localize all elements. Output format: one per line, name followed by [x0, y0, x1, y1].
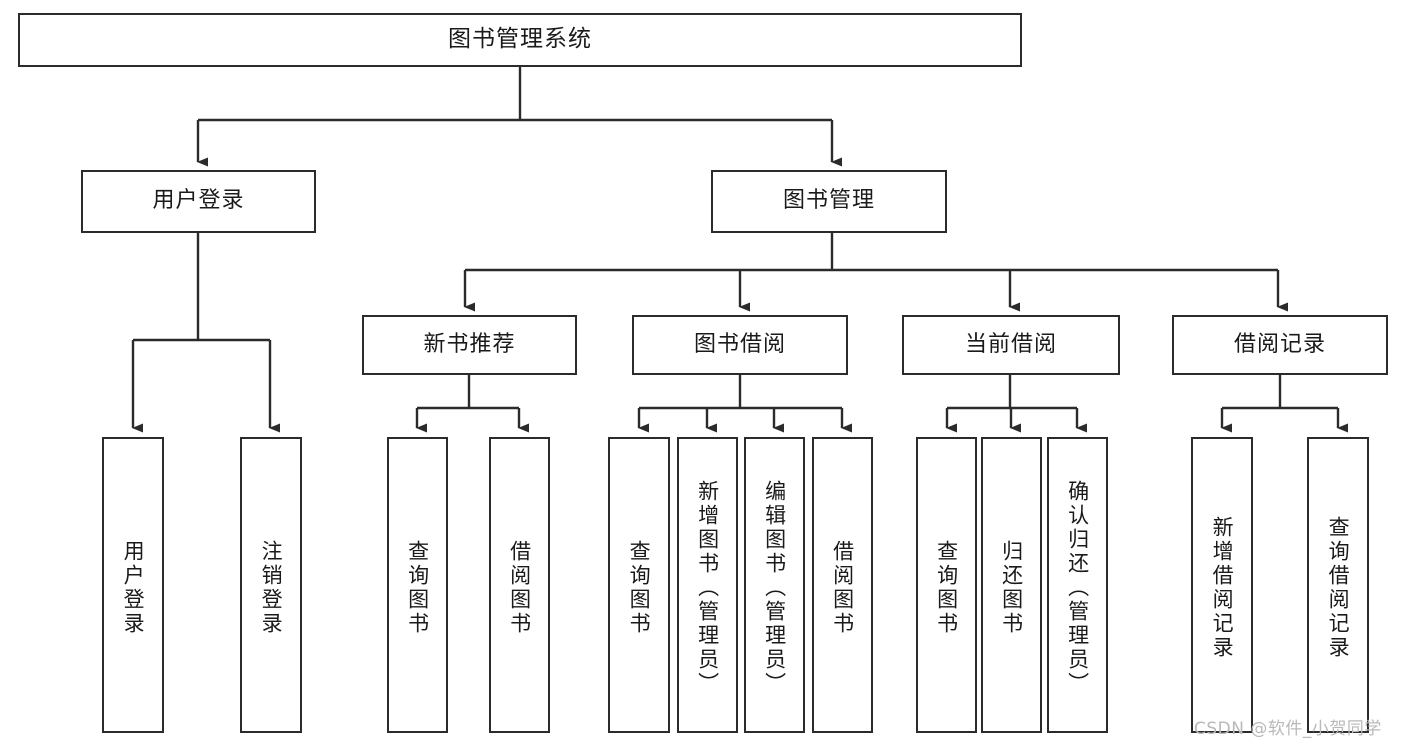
leaf-query-record[interactable]: 查询借阅记录 — [1307, 437, 1369, 733]
node-book-manage-label: 图书管理 — [782, 188, 875, 214]
node-book-manage[interactable]: 图书管理 — [711, 170, 947, 233]
node-borrow-record[interactable]: 借阅记录 — [1172, 315, 1388, 375]
leaf-add-record-label: 新增借阅记录 — [1210, 516, 1235, 660]
leaf-return-book-label: 归还图书 — [999, 540, 1024, 636]
node-current-borrow-label: 当前借阅 — [964, 331, 1057, 357]
node-new-book-recommend[interactable]: 新书推荐 — [362, 315, 577, 375]
leaf-add-record[interactable]: 新增借阅记录 — [1191, 437, 1253, 733]
leaf-query-book-2-label: 查询图书 — [627, 540, 652, 636]
node-borrow-record-label: 借阅记录 — [1233, 331, 1326, 357]
leaf-user-login-label: 用户登录 — [121, 540, 146, 636]
leaf-borrow-book-1[interactable]: 借阅图书 — [489, 437, 550, 733]
leaf-logout-login[interactable]: 注销登录 — [240, 437, 302, 733]
node-root[interactable]: 图书管理系统 — [18, 13, 1022, 67]
leaf-borrow-book-1-label: 借阅图书 — [507, 540, 532, 636]
leaf-query-book-3-label: 查询图书 — [934, 540, 959, 636]
leaf-query-book-1[interactable]: 查询图书 — [387, 437, 448, 733]
leaf-borrow-book-2[interactable]: 借阅图书 — [812, 437, 873, 733]
leaf-add-book[interactable]: 新增图书（管理员） — [677, 437, 738, 733]
node-current-borrow[interactable]: 当前借阅 — [902, 315, 1120, 375]
node-new-book-recommend-label: 新书推荐 — [423, 331, 516, 357]
leaf-query-book-2[interactable]: 查询图书 — [608, 437, 670, 733]
leaf-return-book[interactable]: 归还图书 — [981, 437, 1042, 733]
leaf-confirm-return[interactable]: 确认归还（管理员） — [1047, 437, 1108, 733]
node-root-label: 图书管理系统 — [448, 26, 592, 53]
leaf-query-record-label: 查询借阅记录 — [1326, 516, 1351, 660]
node-book-borrow-label: 图书借阅 — [693, 331, 786, 357]
leaf-borrow-book-2-label: 借阅图书 — [830, 540, 855, 636]
leaf-query-book-3[interactable]: 查询图书 — [916, 437, 977, 733]
leaf-user-login[interactable]: 用户登录 — [102, 437, 164, 733]
leaf-confirm-return-label: 确认归还（管理员） — [1065, 480, 1090, 696]
leaf-edit-book[interactable]: 编辑图书（管理员） — [744, 437, 805, 733]
node-book-borrow[interactable]: 图书借阅 — [632, 315, 848, 375]
node-user-login-label: 用户登录 — [152, 188, 245, 214]
node-user-login[interactable]: 用户登录 — [81, 170, 316, 233]
leaf-edit-book-label: 编辑图书（管理员） — [762, 480, 787, 696]
leaf-logout-login-label: 注销登录 — [259, 540, 284, 636]
leaf-add-book-label: 新增图书（管理员） — [695, 480, 720, 696]
leaf-query-book-1-label: 查询图书 — [405, 540, 430, 636]
